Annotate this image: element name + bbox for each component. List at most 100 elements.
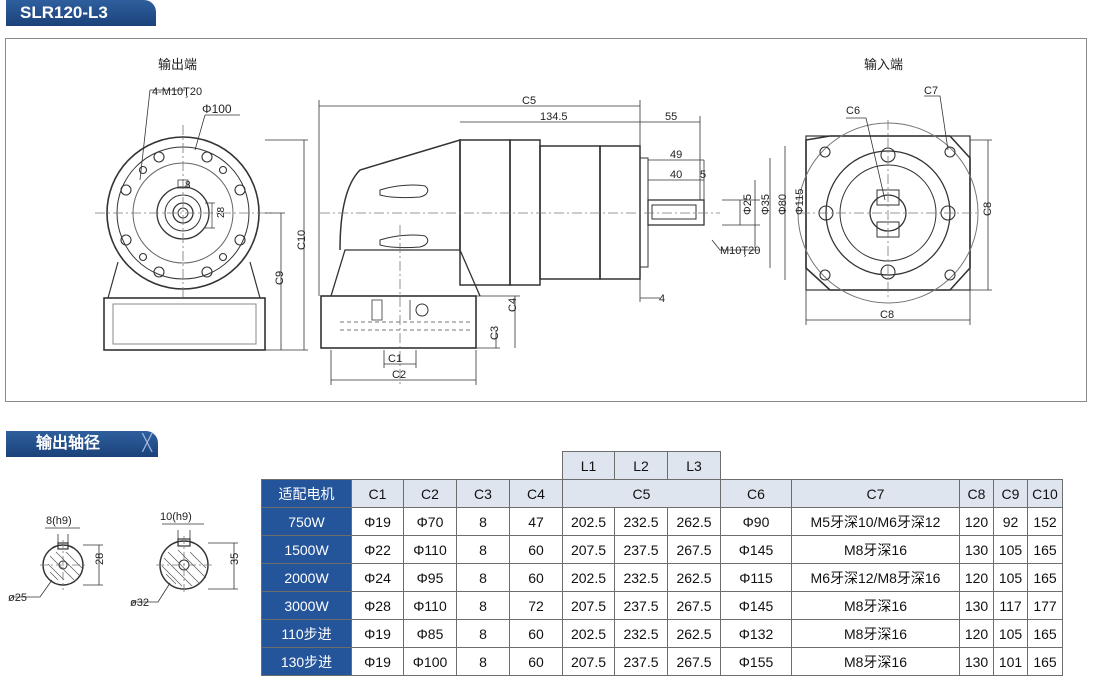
dim-28: 28 [216, 206, 227, 218]
cell-c1: Φ19 [351, 619, 404, 648]
input-end-view [797, 95, 992, 325]
dim-c3: C3 [489, 326, 501, 340]
cell-c7: M8牙深16 [791, 591, 960, 620]
shaft-section-tag: 输出轴径╳ [6, 431, 158, 457]
table-row: 2000W Φ24 Φ95 8 60 202.5 232.5 262.5 Φ11… [261, 563, 1063, 592]
table-row: 110步进 Φ19 Φ85 8 60 202.5 232.5 262.5 Φ13… [261, 619, 1063, 648]
close-icon: ╳ [142, 435, 152, 452]
header-c2: C2 [403, 479, 457, 508]
shaft-sections [12, 523, 238, 603]
cell-c3: 8 [456, 535, 510, 564]
cell-l2: 237.5 [614, 647, 668, 676]
header-c4: C4 [509, 479, 563, 508]
cell-c9: 101 [993, 647, 1028, 676]
header-motor: 适配电机 [261, 479, 352, 508]
header-l3: L3 [667, 451, 721, 480]
shaft-right-height: 35 [229, 553, 241, 565]
model-tag: SLR120-L3 [6, 0, 156, 26]
table-row: 1500W Φ22 Φ110 8 60 207.5 237.5 267.5 Φ1… [261, 535, 1063, 564]
dim-c6: C6 [846, 105, 860, 117]
dim-phi25: Φ25 [742, 194, 754, 215]
dim-c1: C1 [388, 353, 402, 365]
cell-l1: 202.5 [562, 563, 615, 592]
dim-m10: M10Ţ20 [720, 245, 760, 257]
header-c5: C5 [562, 479, 721, 508]
header-l1: L1 [562, 451, 615, 480]
cell-motor: 3000W [261, 591, 352, 620]
cell-c2: Φ95 [403, 563, 457, 592]
cell-c2: Φ85 [403, 619, 457, 648]
cell-l3: 262.5 [667, 563, 721, 592]
dim-c10: C10 [296, 230, 308, 250]
drawing-frame [5, 38, 1087, 402]
cell-c6: Φ90 [720, 507, 792, 536]
dim-c2: C2 [392, 369, 406, 381]
table-row: 750W Φ19 Φ70 8 47 202.5 232.5 262.5 Φ90 … [261, 507, 1063, 536]
cell-l1: 202.5 [562, 619, 615, 648]
cell-c6: Φ145 [720, 591, 792, 620]
cell-c6: Φ155 [720, 647, 792, 676]
cell-c1: Φ28 [351, 591, 404, 620]
cell-c1: Φ24 [351, 563, 404, 592]
cell-c9: 105 [993, 563, 1028, 592]
cell-c2: Φ100 [403, 647, 457, 676]
cell-c8: 120 [959, 507, 994, 536]
header-c3: C3 [456, 479, 510, 508]
cell-c7: M6牙深12/M8牙深16 [791, 563, 960, 592]
cell-motor: 130步进 [261, 647, 352, 676]
cell-c7: M8牙深16 [791, 647, 960, 676]
shaft-right-dia: ø32 [130, 597, 149, 609]
cell-c4: 60 [509, 647, 563, 676]
cell-c3: 8 [456, 563, 510, 592]
header-c7: C7 [791, 479, 960, 508]
cell-c2: Φ110 [403, 535, 457, 564]
header-c1: C1 [351, 479, 404, 508]
cell-c1: Φ19 [351, 507, 404, 536]
cell-c9: 117 [993, 591, 1028, 620]
cell-l1: 207.5 [562, 591, 615, 620]
cell-c10: 165 [1027, 647, 1063, 676]
dim-c7: C7 [924, 85, 938, 97]
cell-motor: 2000W [261, 563, 352, 592]
dim-c9: C9 [274, 271, 286, 285]
cell-c9: 105 [993, 619, 1028, 648]
dim-phi35: Φ35 [760, 194, 772, 215]
cell-c9: 105 [993, 535, 1028, 564]
table-row: 3000W Φ28 Φ110 8 72 207.5 237.5 267.5 Φ1… [261, 591, 1063, 620]
cell-c8: 120 [959, 619, 994, 648]
cell-l2: 232.5 [614, 507, 668, 536]
cell-c10: 177 [1027, 591, 1063, 620]
dim-phi80: Φ80 [777, 194, 789, 215]
dim-c8-vertical: C8 [982, 202, 994, 216]
cell-l3: 262.5 [667, 507, 721, 536]
model-name: SLR120-L3 [20, 3, 108, 22]
cell-c4: 47 [509, 507, 563, 536]
cell-c4: 60 [509, 619, 563, 648]
cell-l3: 267.5 [667, 647, 721, 676]
cell-c3: 8 [456, 591, 510, 620]
cell-l1: 207.5 [562, 535, 615, 564]
cell-c1: Φ22 [351, 535, 404, 564]
cell-motor: 110步进 [261, 619, 352, 648]
dim-4: 4 [659, 293, 665, 305]
cell-c4: 72 [509, 591, 563, 620]
input-label: 输入端 [864, 57, 903, 72]
dim-phi100: Φ100 [202, 102, 232, 116]
cell-c10: 165 [1027, 563, 1063, 592]
shaft-left-height: 28 [94, 553, 106, 565]
cell-l2: 232.5 [614, 619, 668, 648]
cell-c3: 8 [456, 507, 510, 536]
cell-c8: 130 [959, 591, 994, 620]
dim-holes: 4-M10Ţ20 [152, 86, 202, 98]
table-row: 130步进 Φ19 Φ100 8 60 207.5 237.5 267.5 Φ1… [261, 647, 1063, 676]
dim-134: 134.5 [540, 111, 568, 123]
cell-l3: 267.5 [667, 535, 721, 564]
cell-l3: 262.5 [667, 619, 721, 648]
dim-c4: C4 [507, 298, 519, 312]
header-c6: C6 [720, 479, 792, 508]
cell-c8: 130 [959, 535, 994, 564]
cell-c6: Φ132 [720, 619, 792, 648]
header-c8: C8 [959, 479, 994, 508]
cell-c3: 8 [456, 647, 510, 676]
